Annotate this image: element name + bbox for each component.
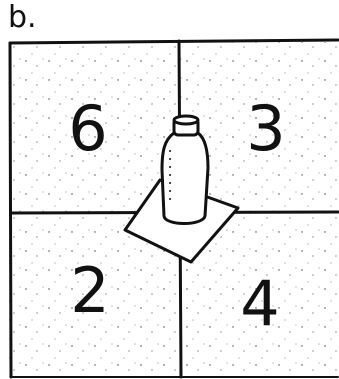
quadrant-number-top-left: 6 xyxy=(68,92,107,165)
grid-left-edge xyxy=(10,43,11,377)
quadrant-number-top-right: 3 xyxy=(246,92,285,165)
quadrant-number-bottom-right: 4 xyxy=(240,267,279,340)
quadrant-number-bottom-left: 2 xyxy=(70,254,109,327)
